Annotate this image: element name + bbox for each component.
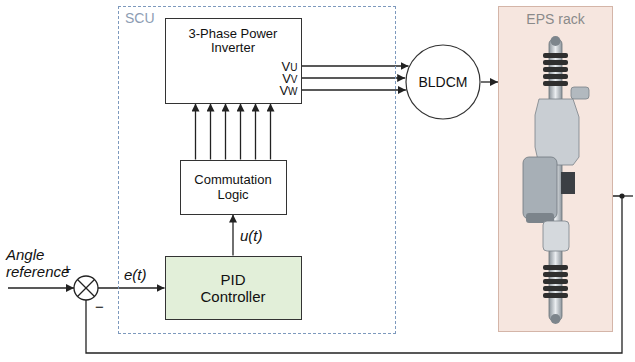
- controller-box: PID Controller: [165, 256, 302, 320]
- rack-boot: [543, 81, 568, 86]
- pinion-input: [571, 87, 589, 99]
- rack-boot: [543, 279, 568, 284]
- rack-boot: [543, 265, 568, 270]
- scu-boundary: 3-Phase Power InverterCommutation LogicP…: [118, 6, 396, 334]
- connector: [195, 104, 196, 160]
- connector: [255, 104, 256, 160]
- node-text: PID Controller: [193, 271, 273, 305]
- junction-cross: [78, 280, 95, 297]
- connector: [302, 89, 406, 90]
- node-text: EPS rack: [499, 7, 612, 27]
- rack-boot: [543, 272, 568, 277]
- motor-housing: [523, 157, 557, 219]
- motor-connector: [561, 172, 575, 194]
- sign-label: −: [95, 298, 104, 315]
- rack-boot: [543, 286, 568, 291]
- gear-housing: [535, 99, 579, 165]
- reference-wire: [8, 287, 74, 288]
- connector: [240, 104, 241, 160]
- rack-boot: [543, 53, 568, 58]
- connector: [232, 215, 233, 256]
- junction-cross: [78, 280, 95, 297]
- rack-boot: [543, 60, 568, 65]
- motor-outline: [406, 45, 480, 119]
- node-text: SCU: [119, 7, 155, 26]
- summing-junction: [74, 276, 98, 300]
- node-text: BLDCM: [418, 74, 467, 90]
- tie-rod-end: [551, 36, 561, 46]
- rack-panel: EPS rack: [498, 6, 613, 332]
- rack-boot: [543, 74, 568, 79]
- connector: [270, 104, 271, 160]
- connector: [481, 81, 498, 82]
- edge-label: u(t): [240, 227, 263, 244]
- edge-label: VW: [279, 83, 297, 98]
- rack-boot: [543, 67, 568, 72]
- connector: [210, 104, 211, 160]
- signal-label: e(t): [124, 266, 147, 283]
- logic-box: Commutation Logic: [180, 160, 287, 215]
- tie-rod-end: [551, 314, 561, 324]
- connector: [302, 65, 409, 66]
- node-text: Commutation Logic: [186, 172, 281, 202]
- connector: [302, 77, 406, 78]
- input-label: Angle reference: [6, 246, 86, 280]
- connector: [225, 104, 226, 160]
- rack-illustration: [499, 7, 612, 331]
- sign-label: +: [63, 261, 71, 277]
- motor-circle: BLDCM: [405, 44, 481, 120]
- rack-boot: [543, 293, 568, 298]
- ball-nut-housing: [543, 221, 569, 251]
- node-text: 3-Phase Power Inverter: [173, 27, 293, 55]
